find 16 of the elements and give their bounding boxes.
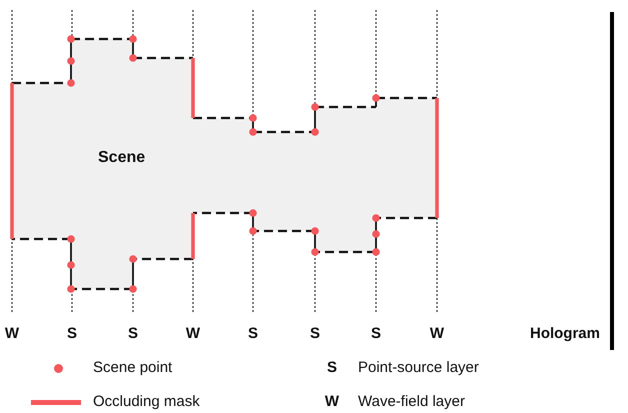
layer-label: S — [128, 326, 138, 342]
layer-label: S — [371, 326, 381, 342]
hologram-label: Hologram — [530, 326, 600, 342]
legend-label: Occluding mask — [93, 394, 200, 410]
legend-label: Scene point — [93, 360, 172, 376]
layer-label: W — [4, 326, 20, 342]
legend-key: W — [324, 394, 340, 410]
layer-label: W — [186, 326, 200, 342]
scene-label: Scene — [98, 149, 146, 167]
layer-label: S — [67, 326, 77, 342]
layer-label: W — [430, 326, 444, 342]
layer-label: S — [310, 326, 320, 342]
legend-label: Point-source layer — [358, 360, 479, 376]
layer-label: S — [248, 326, 258, 342]
legend-label: Wave-field layer — [358, 394, 465, 410]
legend-key: S — [327, 360, 337, 376]
